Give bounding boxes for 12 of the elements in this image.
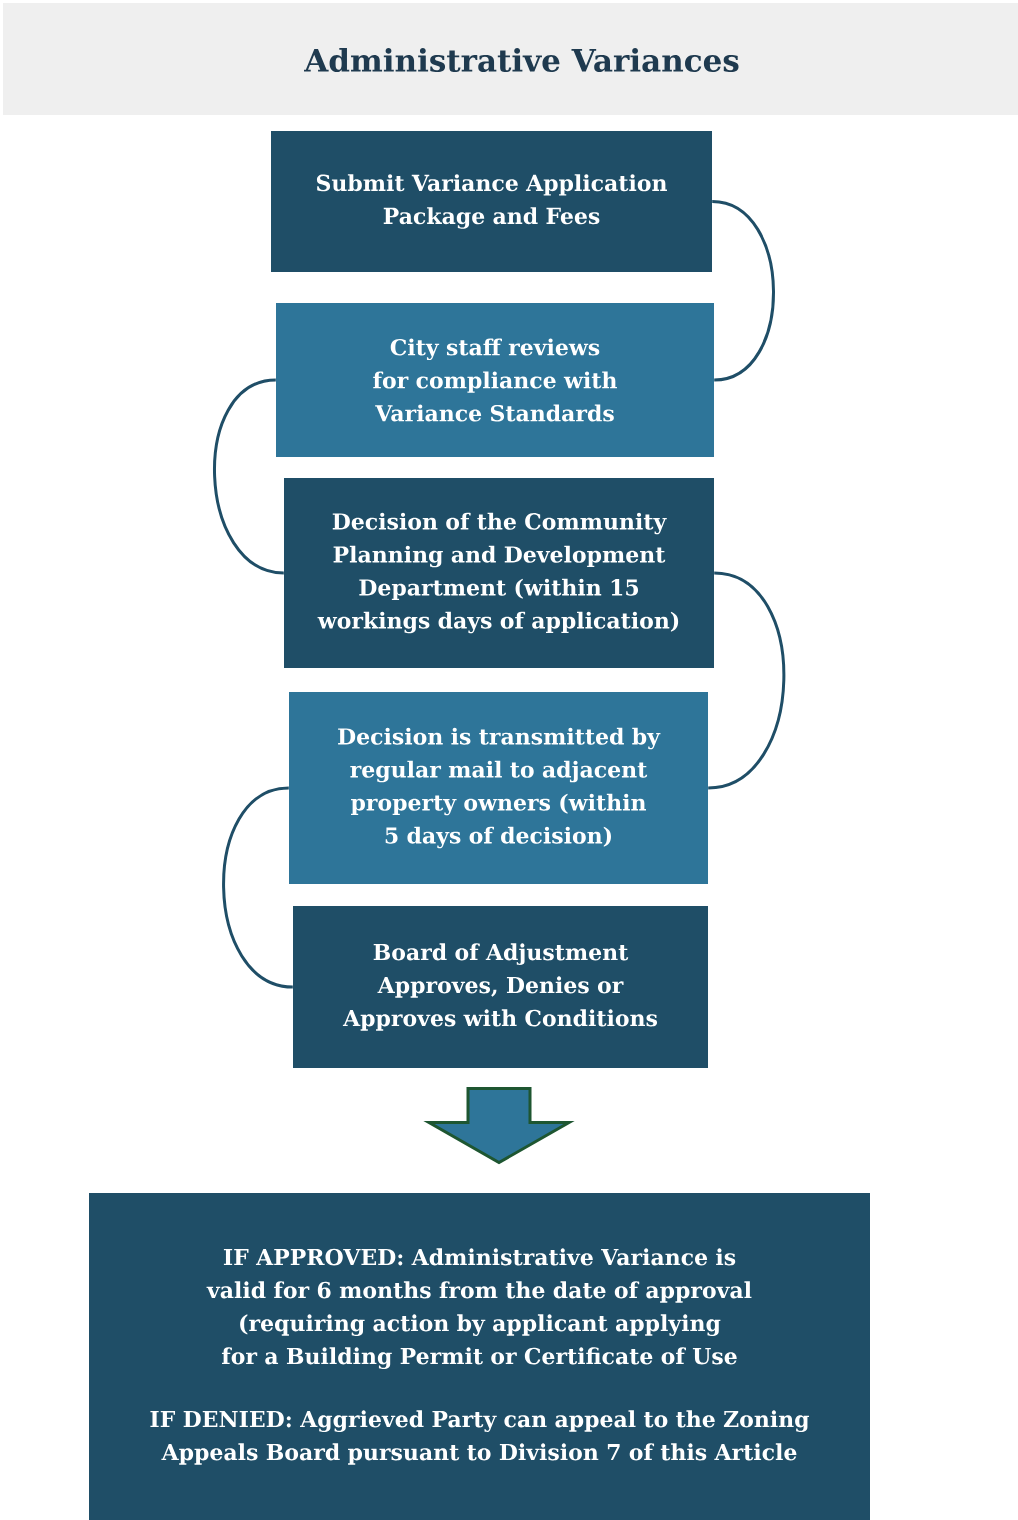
connector-curve [213, 378, 285, 575]
outcome-box: IF APPROVED: Administrative Variance is valid for 6 months from the date of approval (requiring action by applicant applying for a Building Permit or Certificate of Use IF DENIED: Aggrieved Party can appeal to the Zoning Appeals Board pursuant to Division 7 of this Article [89, 1193, 870, 1520]
process-box: Decision is transmitted by regular mail to adjacent property owners (within 5 days of decision) [289, 692, 708, 884]
connector-curve [711, 200, 775, 382]
process-box: City staff reviews for compliance with Variance Standards [276, 303, 714, 457]
process-box: Submit Variance Application Package and Fees [271, 131, 712, 272]
connector-curve [707, 571, 786, 790]
block-arrow [423, 1087, 575, 1165]
process-box: Board of Adjustment Approves, Denies or Approves with Conditions [293, 906, 708, 1068]
connector-curve [222, 786, 294, 989]
process-box: Decision of the Community Planning and Development Department (within 15 workings days of application) [284, 478, 714, 668]
title-band: Administrative Variances [3, 3, 1018, 115]
